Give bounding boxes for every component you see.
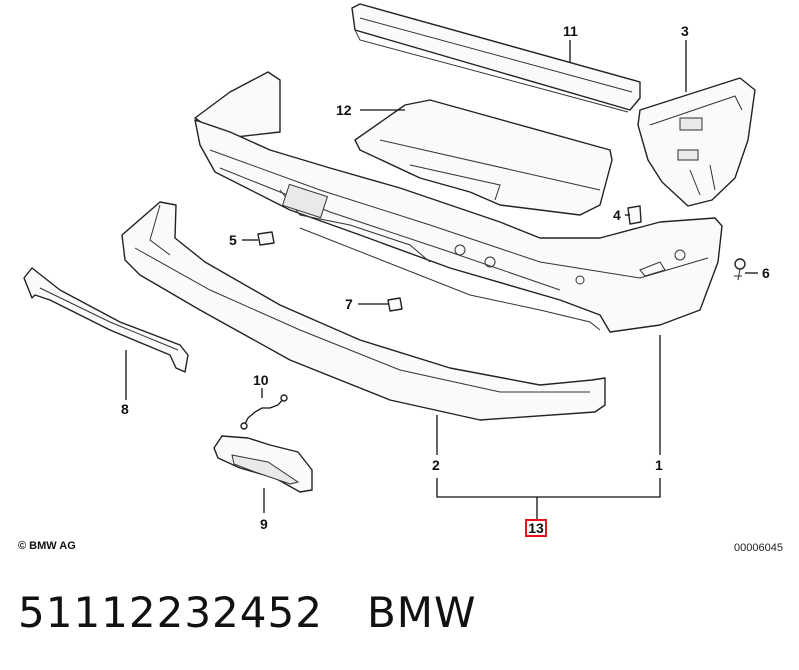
callout-3: 3	[681, 23, 689, 39]
part-12-drawing	[354, 99, 613, 216]
callout-5: 5	[229, 232, 237, 248]
part-11-drawing	[351, 3, 641, 113]
callout-6: 6	[762, 265, 770, 281]
part-1-drawing	[194, 71, 723, 333]
footer-caption: 51112232452 BMW	[18, 588, 477, 637]
part-8-drawing	[23, 267, 189, 373]
part-number: 51112232452	[18, 588, 323, 637]
copyright-text: © BMW AG	[18, 540, 76, 552]
part-4-drawing	[627, 205, 642, 225]
part-7-drawing	[387, 297, 403, 312]
parts-diagram: 11 3 12 4 5 6 7 10 8 2 1 9 13 © BMW AG 0…	[18, 3, 783, 554]
bumper-exploded-drawing	[23, 3, 758, 519]
part-3-drawing	[637, 77, 756, 207]
callout-13-highlighted[interactable]: 13	[525, 519, 547, 537]
callout-4: 4	[613, 207, 621, 223]
part-2-drawing	[121, 201, 606, 421]
callout-9: 9	[260, 516, 268, 532]
callout-1: 1	[655, 457, 663, 473]
callout-10: 10	[253, 372, 269, 388]
callout-12: 12	[336, 102, 352, 118]
part-6-drawing	[734, 258, 746, 281]
brand-name: BMW	[366, 588, 477, 637]
callout-11: 11	[563, 23, 578, 39]
leader-lines	[125, 40, 758, 519]
part-5-drawing	[257, 231, 275, 246]
callout-7: 7	[345, 296, 353, 312]
part-10-drawing	[240, 394, 288, 430]
callout-2: 2	[432, 457, 440, 473]
part-9-drawing	[213, 435, 313, 493]
callout-8: 8	[121, 401, 129, 417]
drawing-number: 00006045	[734, 542, 783, 554]
